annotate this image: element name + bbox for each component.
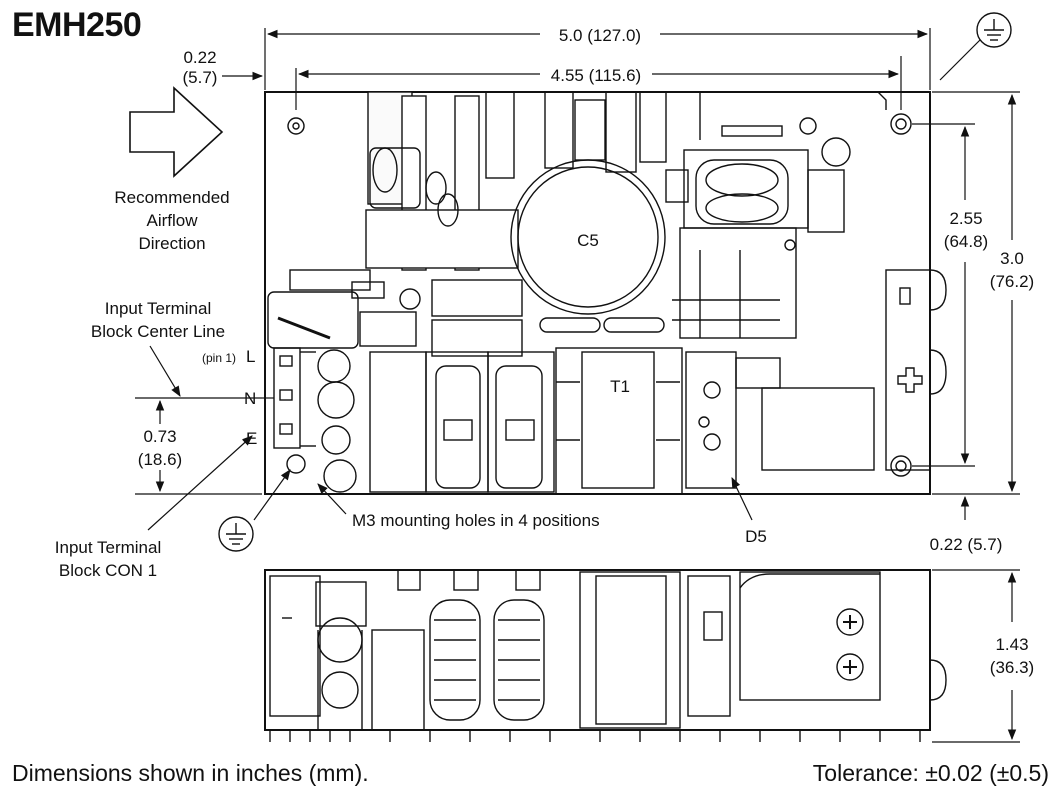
d5-label: D5	[745, 527, 767, 546]
hole-spacing-height-mm-label: (64.8)	[944, 232, 988, 251]
overall-width-label: 5.0 (127.0)	[559, 26, 641, 45]
bottom-offset-label: 0.22 (5.7)	[930, 535, 1003, 554]
pin-n-label: N	[244, 389, 256, 408]
ground-icon	[976, 12, 1012, 48]
pin-l-label: L	[246, 347, 255, 366]
overall-height-mm-label: (76.2)	[990, 272, 1034, 291]
terminal-offset-label: 0.73	[143, 427, 176, 446]
t1-label: T1	[610, 377, 630, 396]
side-height-label: 1.43	[995, 635, 1028, 654]
terminal-offset-mm-label: (18.6)	[138, 450, 182, 469]
overall-height-label: 3.0	[1000, 249, 1024, 268]
con1-label-1: Input Terminal	[55, 538, 161, 557]
centerline-label-1: Input Terminal	[105, 299, 211, 318]
tolerance-note: Tolerance: ±0.02 (±0.5)	[812, 760, 1049, 786]
left-offset-label: 0.22	[183, 48, 216, 67]
pin1-label: (pin 1)	[202, 351, 236, 365]
drawing-title: EMH250	[12, 6, 142, 44]
hole-spacing-width-label: 4.55 (115.6)	[551, 66, 641, 85]
airflow-label-2: Airflow	[146, 211, 198, 230]
top-view	[264, 91, 947, 495]
airflow-label-3: Direction	[138, 234, 205, 253]
mounting-holes-label: M3 mounting holes in 4 positions	[352, 511, 600, 530]
units-note: Dimensions shown in inches (mm).	[12, 760, 369, 786]
left-offset-mm-label: (5.7)	[183, 68, 218, 87]
dimension-lines	[135, 28, 1020, 743]
pin-e-label: E	[246, 429, 257, 448]
airflow-arrow-icon	[129, 86, 224, 178]
airflow-label-1: Recommended	[114, 188, 229, 207]
side-height-mm-label: (36.3)	[990, 658, 1034, 677]
c5-label: C5	[577, 231, 599, 250]
dimension-labels: 5.0 (127.0) 4.55 (115.6) 0.22 (5.7) 2.55…	[138, 26, 1034, 677]
annotation-labels: Recommended Airflow Direction Input Term…	[55, 188, 767, 580]
hole-spacing-height-label: 2.55	[949, 209, 982, 228]
centerline-label-2: Block Center Line	[91, 322, 225, 341]
side-view	[264, 569, 947, 742]
ground-icon	[218, 516, 254, 552]
con1-label-2: Block CON 1	[59, 561, 157, 580]
